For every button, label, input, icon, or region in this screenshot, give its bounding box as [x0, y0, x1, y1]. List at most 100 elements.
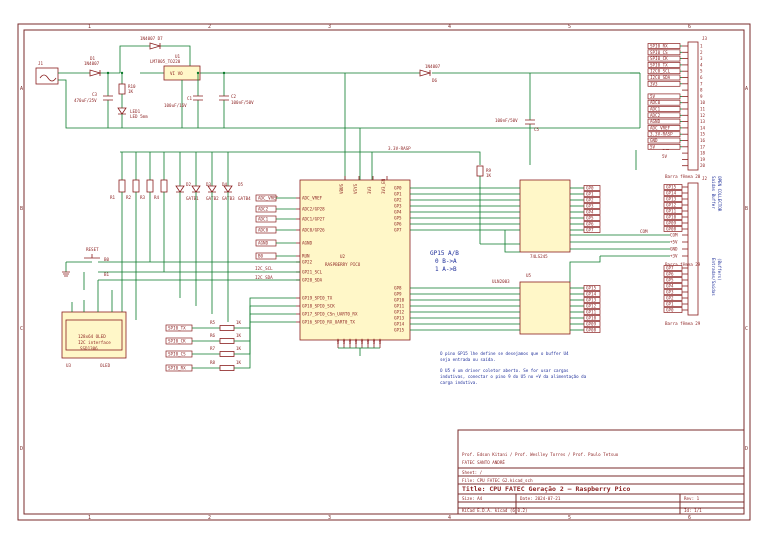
col-label: 1: [88, 515, 91, 521]
j3-pin-label: I2C0_SDA: [650, 75, 671, 80]
r9-ref: R9: [486, 168, 492, 173]
j2-pin-label: +5V: [670, 240, 678, 245]
j3-pin-label: 5V: [650, 144, 656, 149]
col-label: 4: [448, 515, 451, 521]
pico-pin: GP13: [394, 316, 405, 321]
pico-pin: 3V3_EN: [381, 178, 386, 194]
j3-pin-number: 14: [700, 125, 706, 130]
j3-pin-label: ADC0: [650, 100, 661, 105]
spi-res-val: 1K: [236, 360, 242, 365]
side-note: Entradas/Saídas: [711, 258, 716, 296]
row-label: C: [20, 326, 23, 332]
led-val: LED 5mm: [130, 114, 148, 119]
j2-caption: Barra fêmea 29: [665, 321, 701, 326]
j2-pin-label: GP15: [666, 185, 677, 190]
pico-pin: GP17_SPI0_CSn_UART0_RX: [302, 312, 358, 317]
u4-out-label: GP4: [586, 210, 594, 215]
j2-pin-label: +3V: [670, 254, 678, 259]
u1-part: LM7805_TO220: [150, 59, 181, 64]
rail-33v: 3.3V-RASP R9 1K: [120, 73, 492, 244]
r-ref: R3: [140, 195, 146, 200]
j3-pin-label: SPI0_TX: [650, 62, 668, 67]
j2-pin-label: GP11: [666, 209, 677, 214]
u5-part: ULN2003: [492, 279, 510, 284]
d1-ref: D1: [90, 56, 96, 61]
reset-switch: RESET B0 B1: [62, 247, 110, 277]
j3-pin-number: 18: [700, 151, 706, 156]
j3-pin-number: 9: [700, 94, 703, 99]
c1-ref: C1: [187, 96, 193, 101]
driver-u5: U5 ULN2003 GP15GP14GP13GP12GP11GP10GP09G…: [410, 273, 601, 335]
j2-pin-label: COM: [670, 233, 678, 238]
j3-pin-label: SPI0_CS: [650, 50, 668, 55]
oled-line: I2C interface: [78, 340, 111, 345]
j3-pin-number: 6: [700, 75, 703, 80]
pico-pin: GND: [354, 338, 358, 344]
d7-ref: 1N4007 D7: [140, 36, 163, 41]
date: Date: 2024-07-21: [520, 496, 561, 501]
u4-out-label: GP1: [586, 192, 594, 197]
authors: Prof. Edson Kitani / Prof. Weslley Torre…: [462, 452, 619, 457]
j3-pin-number: 11: [700, 107, 706, 112]
row-label: B: [20, 206, 23, 212]
j2-pin-label: GP09: [666, 221, 677, 226]
spi-res-val: 1K: [236, 333, 242, 338]
j3-pin-label: SPI0_RX: [650, 44, 668, 49]
dc-jack-j1: [35, 67, 59, 85]
frame-columns: 1 2 3 4 5 6 1 2 3 4 5 6: [88, 24, 691, 521]
oled-display: 128x64 OLED I2C interface SSD1306 U3 OLE…: [61, 290, 127, 368]
outer-frame: [17, 23, 751, 521]
pico-pin: ADC0/GP26: [302, 228, 325, 233]
net-label: ADC2: [258, 207, 269, 212]
j3-pin-label: 5V: [650, 94, 656, 99]
row-label: A: [20, 86, 23, 92]
spi-res-val: 1K: [236, 346, 242, 351]
u2-ref: U2: [340, 254, 346, 259]
j2-pin-label: GP08: [666, 227, 677, 232]
j3-pin-label: ADC2: [650, 113, 661, 118]
u4-out-label: GP7: [586, 228, 594, 233]
j2-pin-label: GP7: [666, 266, 674, 271]
j2-pin-label: GP2: [666, 296, 674, 301]
pico-pin: VBUS: [339, 183, 344, 194]
oled-ref: OLED: [100, 363, 111, 368]
pico-pin: GP18_SPI0_SCK: [302, 304, 335, 309]
j2-pin-label: GP10: [666, 215, 677, 220]
size: Size: A4: [462, 496, 483, 501]
led-name: GATB4: [238, 196, 251, 201]
oled-line: 128x64 OLED: [78, 334, 106, 339]
dir-row: 1 A->B: [435, 266, 457, 273]
u5-out-label: GP11: [586, 310, 597, 315]
c3-val: 470uF/25V: [74, 98, 97, 103]
pico-pin: GP20_SDA: [302, 278, 323, 283]
c2-val: 100nF/50V: [231, 100, 254, 105]
j3-pin-number: 10: [700, 100, 706, 105]
pico-pin: ADC1/GP27: [302, 217, 325, 222]
b1-ref: B1: [104, 272, 110, 277]
kicad: KiCad E.D.A. kicad (6.0.2): [462, 508, 528, 513]
spi-label: SPI0_CK: [168, 339, 186, 344]
spi-label: SPI0_TX: [168, 326, 186, 331]
r9-val: 1K: [486, 173, 492, 178]
j2-pin-label: GP12: [666, 203, 677, 208]
j3-pin-number: 12: [700, 113, 706, 118]
j2-pin-label: GP13: [666, 197, 677, 202]
j3-pin-label: 3V3: [650, 81, 658, 86]
u1-ref: U1: [175, 54, 181, 59]
b0-ref: B0: [104, 257, 110, 262]
spi-res-ref: R8: [210, 360, 216, 365]
note-line: O pino GP15 lhe define se desejamos que …: [440, 351, 569, 356]
spi-res-ref: R7: [210, 346, 216, 351]
pico-pin: GP0: [394, 186, 402, 191]
i2c-bus: I2C_SCL I2C_SDA: [83, 261, 300, 290]
pico-pin: GP19_SPI0_TX: [302, 296, 333, 301]
row-label: A: [745, 86, 748, 92]
net-label: B0: [258, 254, 264, 259]
r10-val: 1K: [128, 89, 134, 94]
pico-pin: GP3: [394, 204, 402, 209]
j3-pin-label: ADC1: [650, 107, 661, 112]
note-line: O U5 é um driver coletor aberto. Se for …: [440, 368, 569, 373]
j3-caption: Barra fêmea 20: [665, 174, 701, 179]
